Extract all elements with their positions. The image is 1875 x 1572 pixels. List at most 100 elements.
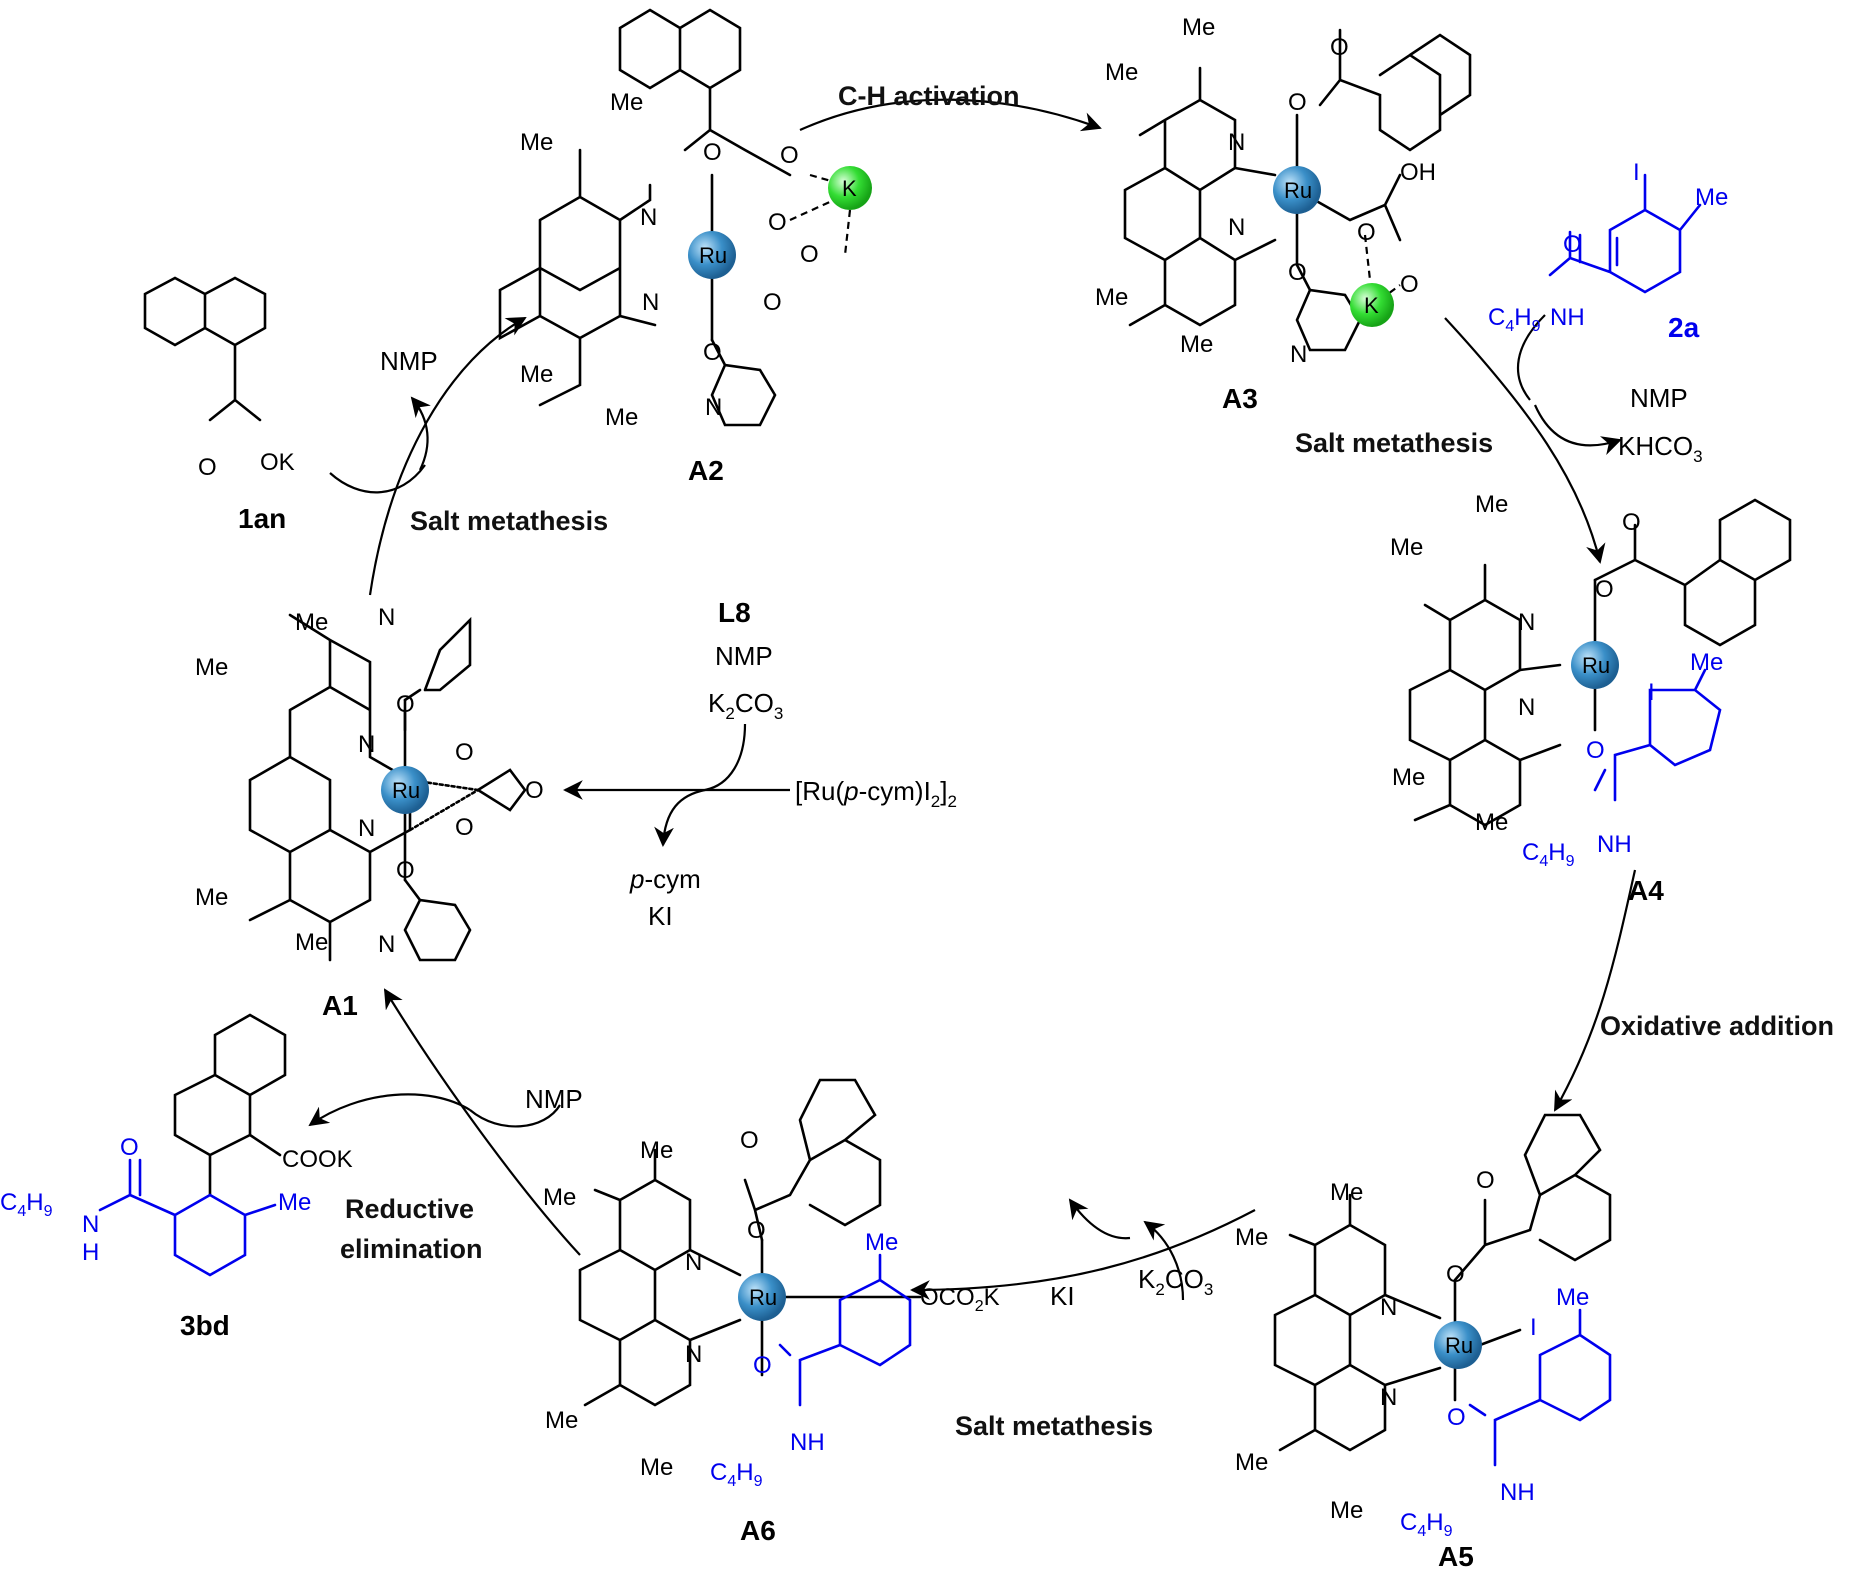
atom-me: Me — [295, 929, 328, 956]
atom-o: O — [396, 857, 415, 884]
atom-n: N — [358, 731, 375, 758]
ru-sphere-a1 — [381, 766, 429, 814]
atom-me: Me — [610, 89, 643, 116]
atom-n: N — [82, 1211, 99, 1238]
atom-n: N — [1518, 609, 1535, 636]
atom-o: O — [1446, 1261, 1465, 1288]
reagent-k2co3-in-2: K2CO3 — [1138, 1264, 1213, 1299]
intermediate-a3: Ru K Me Me Me Me N N O O O O O OH N A3 — [1095, 14, 1472, 414]
arrow-nmp-in-2 — [469, 1104, 561, 1128]
ru-sphere-a5 — [1434, 1321, 1482, 1369]
atom-o: O — [703, 139, 722, 166]
atom-n: N — [1380, 1384, 1397, 1411]
atom-o: O — [525, 777, 544, 804]
intermediate-a2: Ru K Me Me Me Me N N O O O O O O N A2 — [498, 8, 872, 486]
atom-o: O — [1447, 1404, 1466, 1431]
reagent-pcym-out: p-cym — [629, 864, 701, 894]
atom-i: I — [1530, 1314, 1537, 1341]
atom-ru: Ru — [1284, 178, 1312, 203]
atom-n: N — [642, 289, 659, 316]
arrow-1an-in — [329, 464, 426, 494]
atom-h: H — [82, 1239, 99, 1266]
atom-o: O — [1622, 509, 1641, 536]
atom-nh: NH — [790, 1429, 825, 1456]
atom-o: O — [703, 339, 722, 366]
atom-me: Me — [295, 609, 328, 636]
reagent-precatalyst: [Ru(p-cym)I2]2 — [795, 776, 957, 811]
atom-me: Me — [195, 884, 228, 911]
arrow-ki-out-2 — [1068, 1198, 1131, 1240]
atom-me: Me — [278, 1189, 311, 1216]
label-1an: 1an — [238, 503, 286, 534]
label-3bd: 3bd — [180, 1310, 230, 1341]
atom-n: N — [685, 1341, 702, 1368]
reagent-nmp-out-2: NMP — [1630, 383, 1688, 413]
atom-me: Me — [1690, 649, 1723, 676]
step-salt-metathesis-1: Salt metathesis — [410, 506, 608, 536]
ru-sphere-a3 — [1273, 166, 1321, 214]
atom-me: Me — [543, 1184, 576, 1211]
atom-o: O — [455, 814, 474, 841]
reagent-khco3-out: KHCO3 — [1618, 431, 1703, 466]
atom-me: Me — [545, 1407, 578, 1434]
chain-c4h9: C4H9 — [1522, 839, 1575, 870]
atom-me: Me — [1330, 1179, 1363, 1206]
arrow-3bd-out — [308, 1093, 471, 1127]
atom-o: O — [800, 241, 819, 268]
atom-ru: Ru — [1445, 1333, 1473, 1358]
label-a4: A4 — [1628, 875, 1664, 906]
atom-o: O — [455, 739, 474, 766]
atom-n: N — [640, 204, 657, 231]
atom-i: I — [1633, 159, 1640, 186]
arrow-pcym-out — [654, 788, 706, 847]
atom-oh: OH — [1400, 159, 1436, 186]
chain-c4h9: C4H9 — [1400, 1509, 1453, 1540]
atom-n: N — [1228, 129, 1245, 156]
atom-k: K — [842, 176, 857, 201]
atom-ru: Ru — [392, 778, 420, 803]
atom-me: Me — [1180, 331, 1213, 358]
step-ch-activation: C-H activation — [838, 81, 1020, 111]
arrow-a6-to-a1 — [383, 988, 581, 1256]
label-a6: A6 — [740, 1515, 776, 1546]
chain-c4h9: C4H9 — [710, 1459, 763, 1490]
intermediate-a6: Ru Me Me Me Me N N O O OCO2K Me O NH C4H… — [543, 1078, 1000, 1546]
label-a5: A5 — [1438, 1541, 1474, 1572]
atom-me: Me — [520, 129, 553, 156]
atom-n: N — [705, 394, 722, 421]
atom-me: Me — [1695, 184, 1728, 211]
step-salt-metathesis-2: Salt metathesis — [1295, 428, 1493, 458]
reagent-nmp-in: NMP — [715, 641, 773, 671]
atom-ru: Ru — [699, 243, 727, 268]
atom-n: N — [1518, 694, 1535, 721]
atom-me: Me — [1475, 491, 1508, 518]
atom-n: N — [1228, 214, 1245, 241]
label-2a: 2a — [1668, 312, 1700, 343]
atom-o: O — [1357, 219, 1376, 246]
atom-me: Me — [1182, 14, 1215, 41]
intermediate-a1: Ru Me Me Me Me N N O O O O O N N A1 — [195, 604, 544, 1021]
reagent-nmp-out-1: NMP — [380, 346, 438, 376]
atom-o: O — [396, 691, 415, 718]
atom-me: Me — [195, 654, 228, 681]
atom-nh: NH — [1550, 304, 1585, 331]
step-reductive-elimination-line1: Reductive — [345, 1194, 474, 1224]
atom-n: N — [685, 1249, 702, 1276]
atom-me: Me — [605, 404, 638, 431]
atom-o: O — [1400, 271, 1419, 298]
ru-sphere-a4 — [1571, 641, 1619, 689]
atom-o: O — [747, 1217, 766, 1244]
ru-sphere-a2 — [688, 231, 736, 279]
step-salt-metathesis-3: Salt metathesis — [955, 1411, 1153, 1441]
atom-me: Me — [1235, 1224, 1268, 1251]
step-reductive-elimination-line2: elimination — [340, 1234, 483, 1264]
atom-o: O — [1563, 231, 1582, 258]
atom-me: Me — [640, 1454, 673, 1481]
atom-me: Me — [865, 1229, 898, 1256]
atom-o: O — [198, 454, 217, 481]
atom-cook: COOK — [282, 1146, 353, 1173]
intermediate-a4: Ru Me Me Me Me N N O O I Me O NH C4H9 A4 — [1390, 491, 1792, 906]
atom-me: Me — [1475, 809, 1508, 836]
atom-n: N — [1290, 341, 1307, 368]
atom-me: Me — [640, 1137, 673, 1164]
